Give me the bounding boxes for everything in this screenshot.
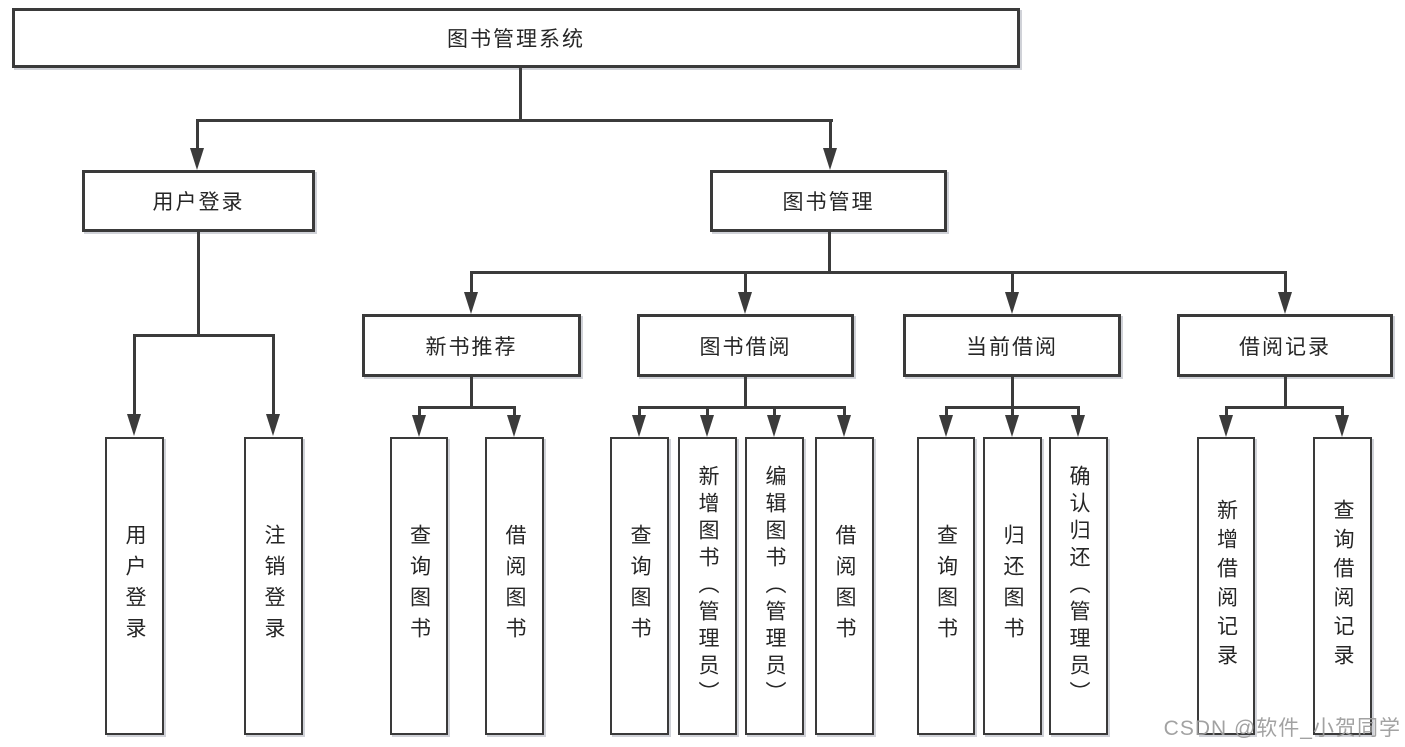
leaf-nb-borrow-books-label: 借阅图书 (503, 524, 526, 648)
node-user-login-label: 用户登录 (152, 191, 245, 214)
node-user-login: 用户登录 (82, 170, 315, 232)
connector-borrowrecords-drop (1284, 377, 1287, 409)
connector-stem-book-mgmt (829, 119, 832, 152)
connector-stem-new-books (470, 271, 473, 297)
connector-bookmgmt-splitter (470, 271, 1287, 274)
connector-bookmgmt-drop (828, 232, 831, 274)
arrowhead-bb-query (632, 415, 646, 437)
leaf-cb-query-books: 查询图书 (917, 437, 975, 735)
connector-bookborrow-drop (744, 377, 747, 409)
connector-userlogin-drop (197, 232, 200, 337)
node-borrow-records-label: 借阅记录 (1239, 335, 1331, 359)
arrowhead-leaf-logout (266, 414, 280, 436)
node-current-borrow: 当前借阅 (903, 314, 1121, 377)
leaf-cb-query-books-label: 查询图书 (934, 524, 958, 648)
leaf-cb-confirm-return: 确认归还（管理员） (1049, 437, 1108, 735)
arrowhead-user-login (190, 148, 204, 170)
leaf-nb-borrow-books: 借阅图书 (485, 437, 544, 735)
arrowhead-bb-edit (767, 415, 781, 437)
arrowhead-bb-add (700, 415, 714, 437)
watermark-text: CSDN @软件_小贺同学 (1163, 717, 1401, 740)
node-new-books: 新书推荐 (362, 314, 581, 377)
leaf-br-query-record: 查询借阅记录 (1313, 437, 1372, 735)
node-book-mgmt-label: 图书管理 (782, 191, 875, 214)
connector-newbooks-drop (470, 377, 473, 409)
leaf-bb-query-books-label: 查询图书 (628, 524, 651, 648)
connector-userlogin-splitter (133, 334, 275, 337)
connector-stem-cb-return (1011, 406, 1014, 420)
leaf-nb-query-books-label: 查询图书 (407, 524, 431, 648)
arrowhead-leaf-userlogin (127, 414, 141, 436)
connector-stem-br-add (1225, 406, 1228, 420)
arrowhead-book-mgmt (823, 148, 837, 170)
arrowhead-cb-return (1005, 415, 1019, 437)
connector-stem-borrow-records (1284, 271, 1287, 297)
node-root-label: 图书管理系统 (447, 28, 585, 51)
leaf-logout-label: 注销登录 (262, 524, 285, 648)
leaf-nb-query-books: 查询图书 (390, 437, 448, 735)
arrowhead-current-borrow (1005, 292, 1019, 314)
connector-stem-bb-add (706, 406, 709, 420)
node-book-borrow-label: 图书借阅 (699, 335, 792, 359)
connector-stem-br-query (1341, 406, 1344, 420)
leaf-bb-query-books: 查询图书 (610, 437, 669, 735)
connector-stem-bb-query (638, 406, 641, 420)
connector-stem-nb-query (418, 406, 421, 420)
arrowhead-br-add (1219, 415, 1233, 437)
connector-stem-leaf-logout (272, 334, 275, 418)
connector-stem-bb-borrow (843, 406, 846, 420)
connector-stem-cb-confirm (1077, 406, 1080, 420)
leaf-cb-confirm-return-label: 确认归还（管理员） (1067, 464, 1090, 708)
node-book-mgmt: 图书管理 (710, 170, 947, 232)
connector-stem-current-borrow (1011, 271, 1014, 297)
arrowhead-book-borrow (738, 292, 752, 314)
node-book-borrow: 图书借阅 (637, 314, 854, 377)
connector-stem-user-login (196, 119, 199, 152)
arrowhead-cb-query (939, 415, 953, 437)
connector-stem-nb-borrow (513, 406, 516, 420)
leaf-cb-return-books-label: 归还图书 (1001, 524, 1024, 648)
leaf-bb-edit-books-label: 编辑图书（管理员） (763, 464, 786, 708)
connector-stem-cb-query (945, 406, 948, 420)
connector-newbooks-splitter (418, 406, 516, 409)
arrowhead-nb-borrow (507, 415, 521, 437)
connector-root-drop (519, 68, 522, 122)
connector-currentborrow-drop (1011, 377, 1014, 409)
leaf-bb-add-books: 新增图书（管理员） (678, 437, 737, 735)
node-current-borrow-label: 当前借阅 (966, 335, 1058, 359)
leaf-user-login: 用户登录 (105, 437, 164, 735)
leaf-bb-edit-books: 编辑图书（管理员） (745, 437, 804, 735)
connector-root-splitter (196, 119, 833, 122)
leaf-br-add-record: 新增借阅记录 (1197, 437, 1255, 735)
leaf-br-add-record-label: 新增借阅记录 (1214, 499, 1238, 673)
leaf-user-login-label: 用户登录 (123, 524, 146, 648)
connector-stem-bb-edit (773, 406, 776, 420)
node-borrow-records: 借阅记录 (1177, 314, 1393, 377)
arrowhead-br-query (1335, 415, 1349, 437)
leaf-br-query-record-label: 查询借阅记录 (1331, 499, 1354, 673)
leaf-bb-add-books-label: 新增图书（管理员） (696, 464, 719, 708)
leaf-logout: 注销登录 (244, 437, 303, 735)
arrowhead-new-books (464, 292, 478, 314)
node-root: 图书管理系统 (12, 8, 1020, 68)
connector-stem-book-borrow (744, 271, 747, 297)
arrowhead-bb-borrow (837, 415, 851, 437)
connector-borrowrecords-splitter (1225, 406, 1344, 409)
connector-bookborrow-splitter (638, 406, 846, 409)
leaf-bb-borrow-books: 借阅图书 (815, 437, 874, 735)
arrowhead-cb-confirm (1071, 415, 1085, 437)
arrowhead-nb-query (412, 415, 426, 437)
leaf-cb-return-books: 归还图书 (983, 437, 1042, 735)
node-new-books-label: 新书推荐 (425, 335, 518, 359)
connector-stem-leaf-userlogin (133, 334, 136, 418)
leaf-bb-borrow-books-label: 借阅图书 (833, 524, 856, 648)
arrowhead-borrow-records (1278, 292, 1292, 314)
